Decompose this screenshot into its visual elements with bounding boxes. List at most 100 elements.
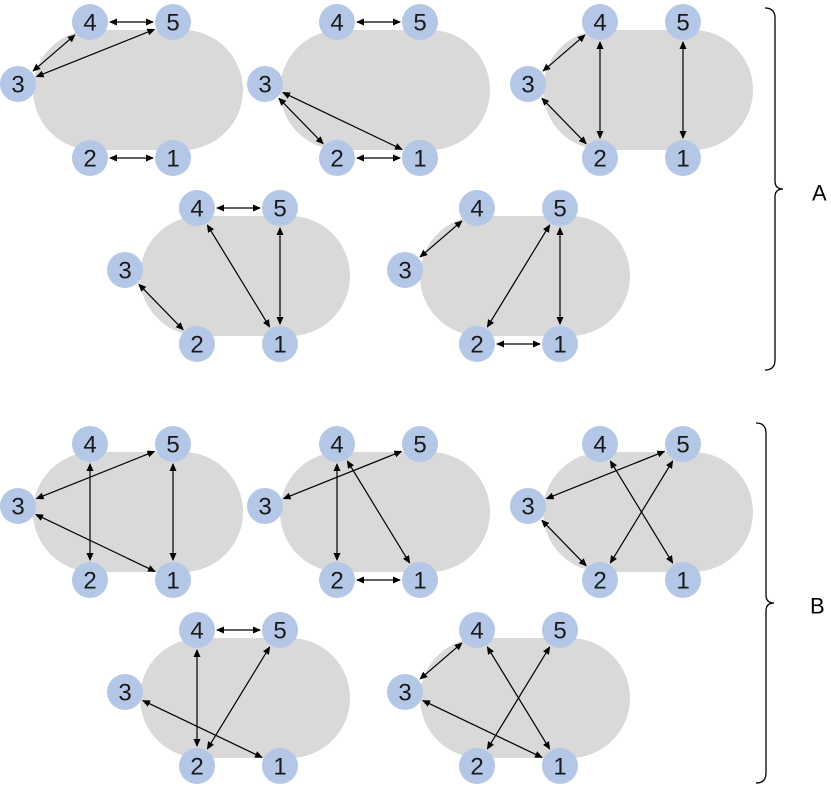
node-label: 3 [118, 258, 131, 285]
node-label: 1 [676, 146, 689, 173]
node-4: 4 [72, 426, 108, 462]
node-circle [542, 612, 578, 648]
node-4: 4 [459, 190, 495, 226]
group-bracket-b [755, 422, 775, 784]
node-circle [387, 674, 423, 710]
edge-3-2 [138, 283, 184, 331]
node-circle [155, 562, 191, 598]
node-label: 2 [83, 568, 96, 595]
node-4: 4 [179, 190, 215, 226]
node-circle [402, 562, 438, 598]
graph-diagram-a-4: 1 2 3 4 5 [107, 190, 350, 362]
node-5: 5 [665, 4, 701, 40]
node-2: 2 [319, 140, 355, 176]
node-label: 2 [190, 332, 203, 359]
node-3: 3 [247, 66, 283, 102]
node-3: 3 [387, 252, 423, 288]
pill-background [280, 452, 490, 572]
edge-3-4 [542, 34, 586, 72]
node-3: 3 [510, 488, 546, 524]
node-3: 3 [0, 66, 36, 102]
node-label: 1 [166, 146, 179, 173]
node-circle [665, 140, 701, 176]
node-5: 5 [155, 4, 191, 40]
node-circle [262, 190, 298, 226]
node-2: 2 [459, 326, 495, 362]
node-2: 2 [582, 562, 618, 598]
node-2: 2 [179, 748, 215, 784]
node-1: 1 [402, 562, 438, 598]
node-label: 3 [398, 258, 411, 285]
node-label: 2 [593, 146, 606, 173]
node-1: 1 [155, 562, 191, 598]
node-label: 3 [258, 72, 271, 99]
node-circle [542, 326, 578, 362]
node-label: 5 [273, 618, 286, 645]
node-label: 3 [521, 494, 534, 521]
node-circle [665, 426, 701, 462]
node-circle [665, 562, 701, 598]
node-label: 1 [553, 332, 566, 359]
graph-diagram-b-2: 1 2 3 4 5 [247, 426, 490, 598]
node-circle [107, 252, 143, 288]
node-label: 2 [83, 146, 96, 173]
node-circle [665, 4, 701, 40]
node-label: 2 [593, 568, 606, 595]
node-label: 5 [273, 196, 286, 223]
node-circle [262, 748, 298, 784]
node-4: 4 [582, 426, 618, 462]
node-circle [542, 748, 578, 784]
pill-background [33, 452, 243, 572]
node-label: 3 [258, 494, 271, 521]
edge-3-5 [35, 28, 156, 78]
node-circle [72, 4, 108, 40]
edge-4-1 [206, 224, 271, 328]
node-4: 4 [319, 426, 355, 462]
edge-3-2 [541, 519, 587, 567]
node-1: 1 [262, 326, 298, 362]
node-circle [402, 140, 438, 176]
node-5: 5 [665, 426, 701, 462]
pill-background [543, 30, 753, 150]
node-3: 3 [107, 674, 143, 710]
node-circle [582, 4, 618, 40]
node-circle [319, 4, 355, 40]
node-circle [510, 66, 546, 102]
node-circle [319, 140, 355, 176]
node-circle [107, 674, 143, 710]
node-circle [582, 426, 618, 462]
node-2: 2 [459, 748, 495, 784]
node-circle [459, 190, 495, 226]
node-circle [72, 562, 108, 598]
node-3: 3 [247, 488, 283, 524]
edge-3-5 [35, 450, 156, 500]
node-label: 4 [470, 196, 483, 223]
edge-3-4 [419, 220, 463, 258]
node-label: 1 [273, 754, 286, 781]
node-1: 1 [665, 140, 701, 176]
node-3: 3 [387, 674, 423, 710]
node-label: 1 [166, 568, 179, 595]
node-circle [247, 66, 283, 102]
node-label: 2 [330, 146, 343, 173]
node-circle [262, 612, 298, 648]
node-circle [179, 748, 215, 784]
node-label: 2 [330, 568, 343, 595]
node-5: 5 [402, 426, 438, 462]
node-label: 5 [166, 432, 179, 459]
node-2: 2 [179, 326, 215, 362]
edge-3-1 [35, 514, 156, 572]
node-label: 2 [190, 754, 203, 781]
node-2: 2 [582, 140, 618, 176]
node-label: 1 [553, 754, 566, 781]
node-circle [387, 252, 423, 288]
node-3: 3 [510, 66, 546, 102]
node-2: 2 [72, 140, 108, 176]
